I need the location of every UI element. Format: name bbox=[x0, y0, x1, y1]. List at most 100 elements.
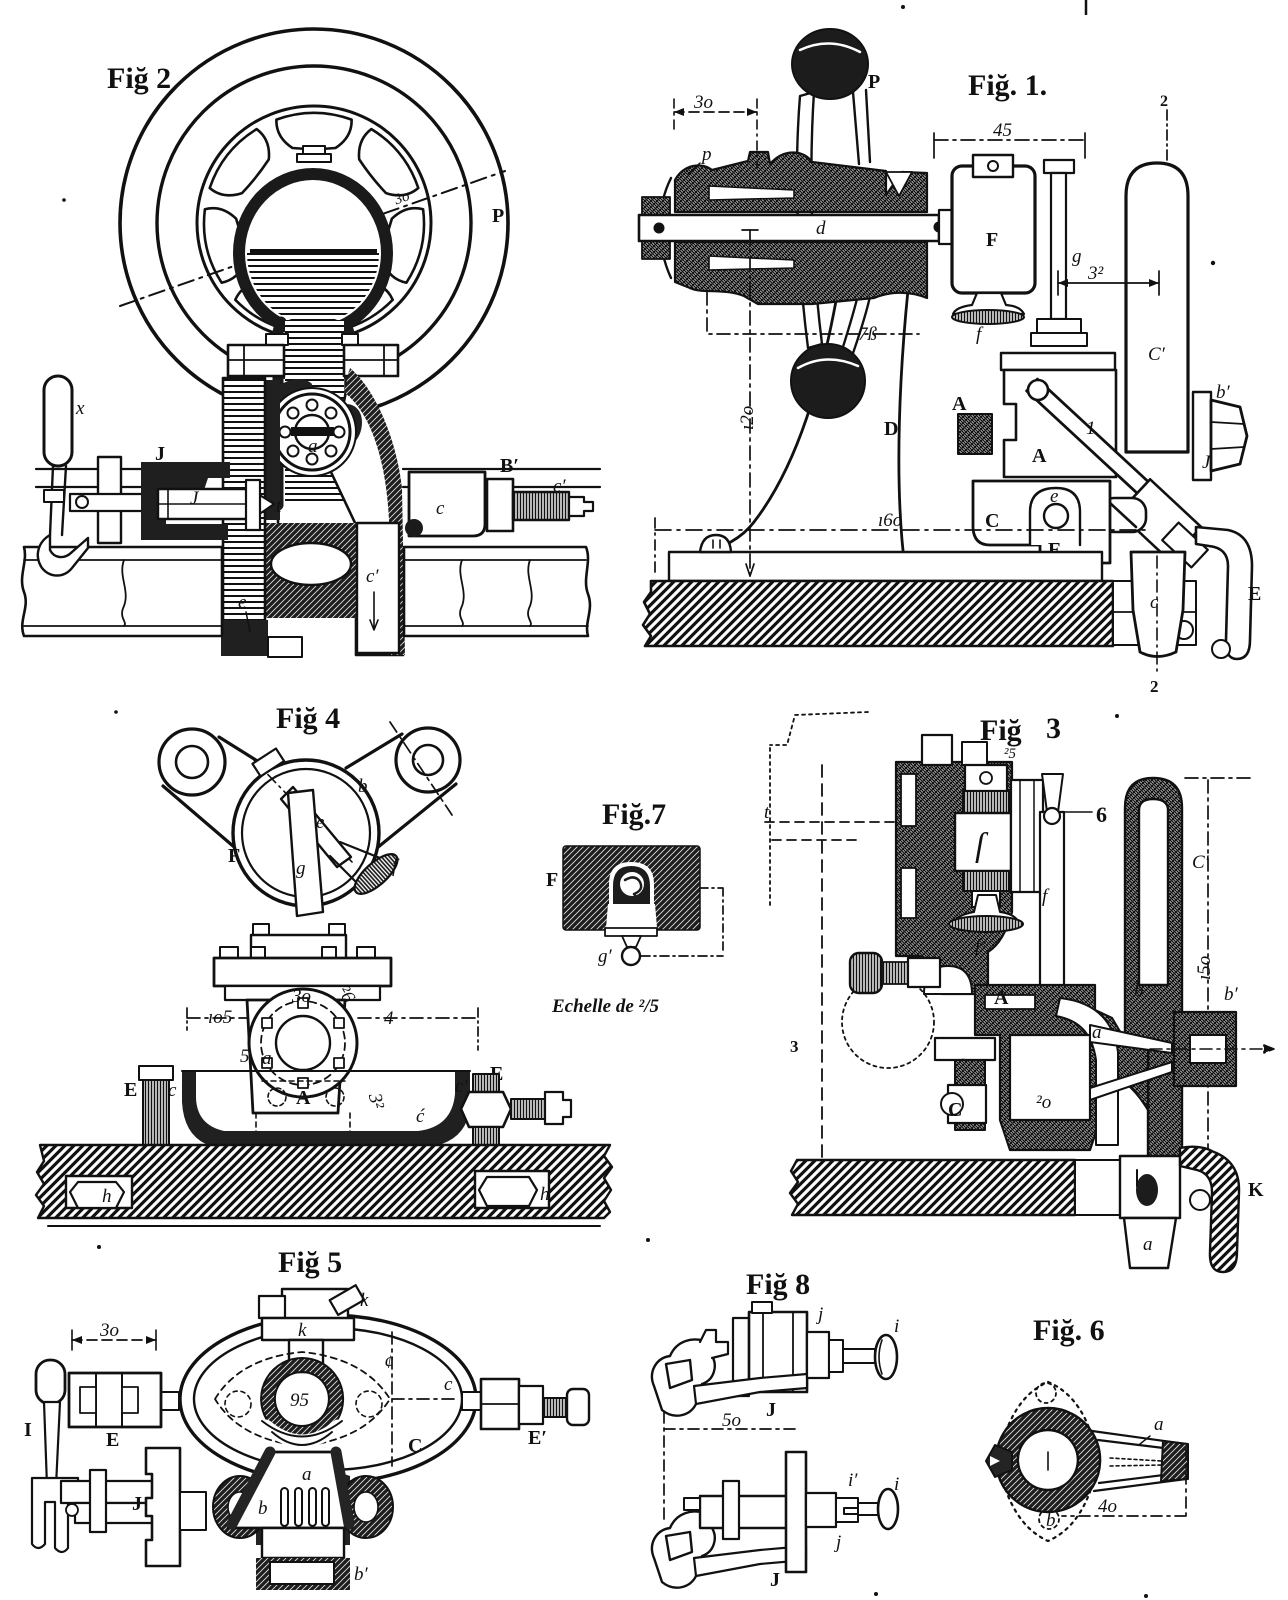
svg-text:ı2o: ı2o bbox=[737, 406, 758, 430]
svg-text:C′: C′ bbox=[1148, 344, 1166, 365]
svg-text:7ß: 7ß bbox=[858, 324, 878, 345]
svg-text:a: a bbox=[1143, 1234, 1153, 1255]
svg-text:²5: ²5 bbox=[1004, 746, 1016, 762]
svg-text:E: E bbox=[1248, 583, 1261, 605]
svg-text:D: D bbox=[884, 418, 898, 440]
svg-text:j: j bbox=[833, 1532, 841, 1553]
svg-text:F: F bbox=[546, 869, 558, 891]
svg-text:95: 95 bbox=[290, 1390, 309, 1411]
svg-text:a: a bbox=[308, 436, 318, 457]
svg-text:C′: C′ bbox=[1192, 852, 1210, 873]
svg-text:k: k bbox=[298, 1320, 307, 1341]
svg-text:c′: c′ bbox=[455, 1076, 468, 1097]
svg-text:Fiğ 4: Fiğ 4 bbox=[276, 702, 340, 735]
svg-text:a: a bbox=[1154, 1414, 1164, 1435]
svg-text:x: x bbox=[75, 398, 85, 419]
svg-text:E: E bbox=[106, 1429, 119, 1451]
svg-text:b: b bbox=[1046, 1510, 1056, 1531]
svg-text:Fiğ 8: Fiğ 8 bbox=[746, 1268, 810, 1301]
svg-text:g′: g′ bbox=[598, 946, 613, 967]
svg-text:Fiğ. 1.: Fiğ. 1. bbox=[968, 69, 1047, 102]
svg-text:b′: b′ bbox=[1216, 382, 1231, 403]
svg-text:k: k bbox=[360, 1290, 369, 1311]
svg-text:3²: 3² bbox=[1087, 263, 1104, 284]
svg-text:P: P bbox=[868, 71, 880, 93]
svg-text:2: 2 bbox=[1160, 93, 1168, 110]
svg-text:C: C bbox=[408, 1435, 422, 1457]
svg-text:b: b bbox=[258, 1498, 268, 1519]
svg-text:J: J bbox=[155, 443, 165, 465]
svg-text:P: P bbox=[492, 205, 504, 227]
svg-text:i: i bbox=[894, 1474, 899, 1495]
svg-text:F: F bbox=[986, 229, 998, 251]
svg-text:B′: B′ bbox=[500, 455, 519, 477]
svg-text:ı5o: ı5o bbox=[1194, 956, 1215, 980]
svg-text:J: J bbox=[770, 1569, 780, 1591]
svg-text:i: i bbox=[894, 1316, 899, 1337]
svg-text:2: 2 bbox=[1150, 677, 1159, 696]
svg-text:¢: ¢ bbox=[384, 1352, 394, 1373]
svg-text:t: t bbox=[276, 496, 282, 517]
svg-text:h: h bbox=[540, 1184, 550, 1205]
svg-text:4: 4 bbox=[384, 1008, 394, 1029]
svg-text:3o: 3o bbox=[693, 92, 713, 113]
svg-text:f: f bbox=[392, 856, 400, 877]
svg-text:a: a bbox=[262, 1048, 272, 1069]
svg-text:a: a bbox=[1092, 1022, 1102, 1043]
svg-text:I: I bbox=[24, 1419, 32, 1441]
svg-text:A: A bbox=[952, 393, 967, 415]
svg-text:J: J bbox=[132, 1493, 142, 1515]
svg-text:Fiğ 2: Fiğ 2 bbox=[107, 62, 171, 95]
svg-text:e: e bbox=[316, 812, 324, 833]
svg-text:g: g bbox=[1072, 246, 1082, 267]
svg-text:c: c bbox=[168, 1080, 177, 1101]
svg-text:5: 5 bbox=[240, 1046, 250, 1067]
svg-text:i′: i′ bbox=[848, 1470, 858, 1491]
svg-text:3o: 3o bbox=[291, 986, 311, 1007]
svg-text:ıo5: ıo5 bbox=[208, 1007, 232, 1028]
svg-text:4ο: 4ο bbox=[1098, 1496, 1117, 1517]
svg-text:ı6o: ı6o bbox=[878, 510, 902, 531]
svg-text:t: t bbox=[764, 802, 770, 823]
svg-text:e: e bbox=[238, 592, 246, 613]
svg-text:5o: 5o bbox=[722, 1410, 741, 1431]
svg-text:b′: b′ bbox=[1224, 984, 1239, 1005]
svg-text:3o: 3o bbox=[99, 1320, 119, 1341]
svg-text:c: c bbox=[444, 1374, 453, 1395]
svg-text:6: 6 bbox=[1096, 802, 1107, 827]
svg-text:c′: c′ bbox=[366, 566, 379, 587]
svg-text:A: A bbox=[296, 1087, 311, 1109]
svg-text:Echelle de ²/5: Echelle de ²/5 bbox=[551, 996, 660, 1017]
svg-text:3o: 3o bbox=[391, 188, 412, 209]
svg-text:fᵉ: fᵉ bbox=[975, 936, 986, 957]
svg-text:²o: ²o bbox=[1036, 1092, 1051, 1113]
svg-text:f: f bbox=[1042, 886, 1050, 907]
svg-text:ć: ć bbox=[416, 1106, 425, 1127]
svg-text:c: c bbox=[436, 498, 445, 519]
svg-text:h: h bbox=[102, 1186, 112, 1207]
svg-text:p: p bbox=[700, 144, 712, 165]
svg-text:g: g bbox=[296, 858, 306, 879]
svg-text:C: C bbox=[948, 1099, 962, 1121]
svg-text:b: b bbox=[358, 776, 368, 797]
svg-text:b: b bbox=[1134, 980, 1144, 1001]
svg-text:Fiğ.7: Fiğ.7 bbox=[602, 798, 666, 831]
svg-text:E: E bbox=[124, 1079, 137, 1101]
svg-text:J: J bbox=[1202, 452, 1212, 473]
svg-text:b′: b′ bbox=[354, 1564, 369, 1585]
svg-text:K: K bbox=[1248, 1179, 1264, 1201]
svg-text:A: A bbox=[994, 987, 1009, 1009]
svg-text:f: f bbox=[976, 324, 984, 345]
svg-text:j: j bbox=[815, 1304, 823, 1325]
svg-text:c: c bbox=[1150, 592, 1159, 613]
svg-text:F: F bbox=[228, 845, 240, 867]
svg-text:E′: E′ bbox=[528, 1427, 547, 1449]
svg-text:e: e bbox=[1050, 486, 1058, 507]
svg-text:3: 3 bbox=[790, 1037, 799, 1056]
svg-text:a: a bbox=[302, 1464, 312, 1485]
svg-text:1: 1 bbox=[1086, 418, 1096, 439]
svg-text:45: 45 bbox=[993, 120, 1012, 141]
svg-text:Fiğ. 6: Fiğ. 6 bbox=[1033, 1314, 1105, 1347]
svg-text:3: 3 bbox=[1046, 712, 1061, 745]
svg-text:J: J bbox=[766, 1399, 776, 1421]
